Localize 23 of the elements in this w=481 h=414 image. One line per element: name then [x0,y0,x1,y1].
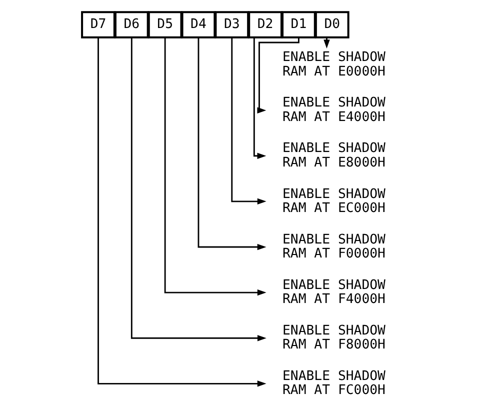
arrow [256,38,299,114]
node-text: ENABLE SHADOW RAM AT FC000H [282,369,385,398]
node-text: ENABLE SHADOW RAM AT EC000H [282,186,385,216]
node-text: ENABLE SHADOW RAM AT F8000H [282,323,385,353]
node-text: ENABLE SHADOW RAM AT E0000H [282,50,385,80]
arrow [164,38,266,296]
node-text: ENABLE SHADOW RAM AT E4000H [282,96,385,125]
node-box: D4 [180,11,216,38]
node-box: D3 [214,11,249,38]
node-text: ENABLE SHADOW RAM AT F4000H [282,278,385,308]
node-box: D0 [314,11,349,38]
arrow [230,37,266,205]
arrow [197,38,266,250]
node-box: D6 [114,11,148,38]
arrow [97,38,266,387]
node-box: D1 [281,11,316,38]
node-text: ENABLE SHADOW RAM AT E8000H [282,141,385,170]
node-box: D2 [248,11,282,38]
arrow [252,38,266,159]
node-box: D7 [80,11,115,38]
node-text: ENABLE SHADOW RAM AT F0000H [282,232,385,262]
arrow [130,37,266,342]
node-box: D5 [147,11,182,38]
